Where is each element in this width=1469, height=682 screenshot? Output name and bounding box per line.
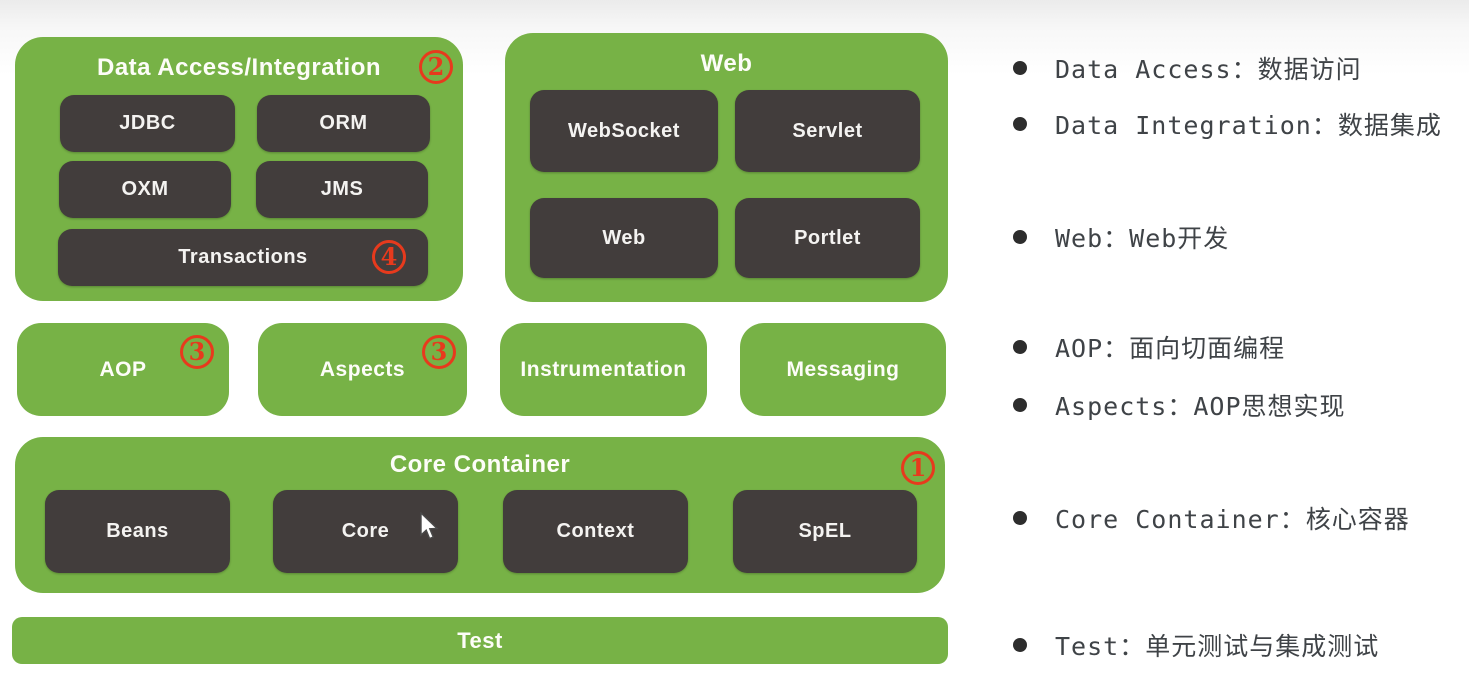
module-orm: ORM [257, 95, 430, 152]
section-core-container-title: Core Container [389, 451, 571, 478]
module-context: Context [503, 490, 688, 573]
module-portlet: Portlet [735, 198, 920, 278]
bullet-icon [1013, 117, 1027, 131]
section-test: Test [12, 617, 948, 664]
marker-circle-4: 4 [372, 240, 406, 274]
legend-item-core-container: Core Container：核心容器 [1013, 502, 1410, 534]
module-websocket: WebSocket [530, 90, 718, 172]
bullet-icon [1013, 638, 1027, 652]
mouse-cursor-icon [420, 512, 439, 540]
legend-item-aspects: Aspects：AOP思想实现 [1013, 389, 1346, 421]
legend-item-data-integration: Data Integration：数据集成 [1013, 108, 1442, 140]
section-aspects-label: Aspects [319, 357, 406, 381]
section-messaging-label: Messaging [786, 357, 900, 381]
bullet-icon [1013, 511, 1027, 525]
module-oxm: OXM [59, 161, 231, 218]
bullet-icon [1013, 340, 1027, 354]
legend-item-web: Web：Web开发 [1013, 221, 1229, 253]
section-data-access-title: Data Access/Integration [96, 54, 382, 81]
legend-text: Test：单元测试与集成测试 [1055, 632, 1380, 661]
section-test-label: Test [457, 627, 503, 653]
section-instrumentation: Instrumentation [500, 323, 707, 416]
section-aop-label: AOP [99, 357, 147, 381]
marker-circle-2: 2 [419, 50, 453, 84]
marker-circle-3: 3 [422, 335, 456, 369]
marker-circle-3: 3 [180, 335, 214, 369]
bullet-icon [1013, 398, 1027, 412]
module-web: Web [530, 198, 718, 278]
section-data-access-integration: Data Access/Integration 2 JDBC ORM OXM J… [15, 37, 463, 301]
bullet-icon [1013, 61, 1027, 75]
section-aop: AOP 3 [17, 323, 229, 416]
legend-item-data-access: Data Access：数据访问 [1013, 52, 1362, 84]
module-jms: JMS [256, 161, 428, 218]
section-instrumentation-label: Instrumentation [520, 357, 687, 381]
legend-item-aop: AOP：面向切面编程 [1013, 331, 1285, 363]
section-web-title: Web [700, 50, 753, 77]
legend-text: Data Access：数据访问 [1055, 55, 1362, 84]
module-beans: Beans [45, 490, 230, 573]
legend-text: AOP：面向切面编程 [1055, 334, 1286, 363]
marker-circle-1: 1 [901, 451, 935, 485]
section-aspects: Aspects 3 [258, 323, 467, 416]
section-messaging: Messaging [740, 323, 946, 416]
section-core-container: Core Container 1 Beans Core Context SpEL [15, 437, 945, 593]
module-transactions: Transactions [58, 229, 428, 286]
legend-text: Web：Web开发 [1055, 224, 1230, 253]
legend-text: Core Container：核心容器 [1055, 505, 1410, 534]
module-servlet: Servlet [735, 90, 920, 172]
bullet-icon [1013, 230, 1027, 244]
module-spel: SpEL [733, 490, 917, 573]
legend-item-test: Test：单元测试与集成测试 [1013, 629, 1379, 661]
legend-text: Aspects：AOP思想实现 [1055, 392, 1346, 421]
module-jdbc: JDBC [60, 95, 235, 152]
legend-text: Data Integration：数据集成 [1055, 111, 1442, 140]
section-web: Web WebSocket Servlet Web Portlet [505, 33, 948, 302]
